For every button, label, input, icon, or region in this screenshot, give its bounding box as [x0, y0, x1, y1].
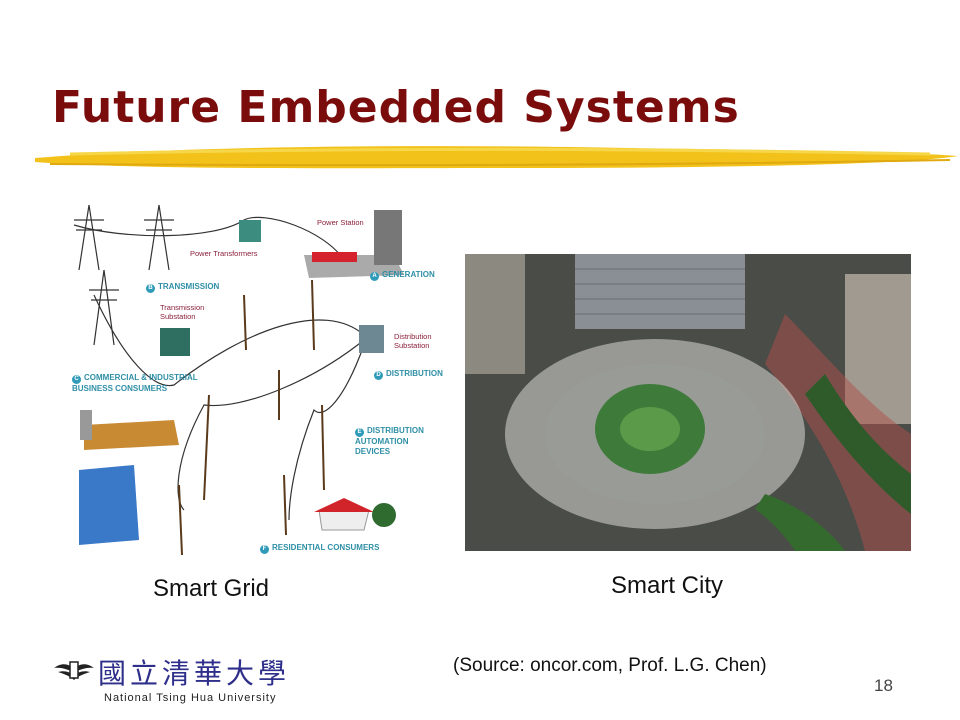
power-grid-illustration	[73, 204, 404, 556]
page-number: 18	[874, 676, 893, 695]
label-transmission-substation: Transmission Substation	[160, 303, 205, 321]
smart-city-caption: Smart City	[611, 572, 724, 599]
logo-chinese-name: 國立清華大學	[98, 657, 291, 690]
university-logo: 國立清華大學 National Tsing Hua University	[52, 650, 292, 710]
source-citation: (Source: oncor.com, Prof. L.G. Chen)	[453, 655, 767, 676]
slide-title: Future Embedded Systems	[52, 82, 740, 133]
label-distribution-substation: Distribution Substation	[394, 332, 432, 350]
label-power-station: Power Station	[317, 218, 364, 227]
smart-city-photo	[465, 254, 911, 551]
logo-english-name: National Tsing Hua University	[104, 692, 277, 704]
traffic-roundabout-aerial-image	[465, 254, 911, 551]
label-power-transformers: Power Transformers	[190, 249, 258, 258]
university-emblem-icon	[54, 661, 94, 680]
smart-grid-caption: Smart Grid	[153, 575, 270, 602]
title-underline-brush	[35, 146, 958, 169]
